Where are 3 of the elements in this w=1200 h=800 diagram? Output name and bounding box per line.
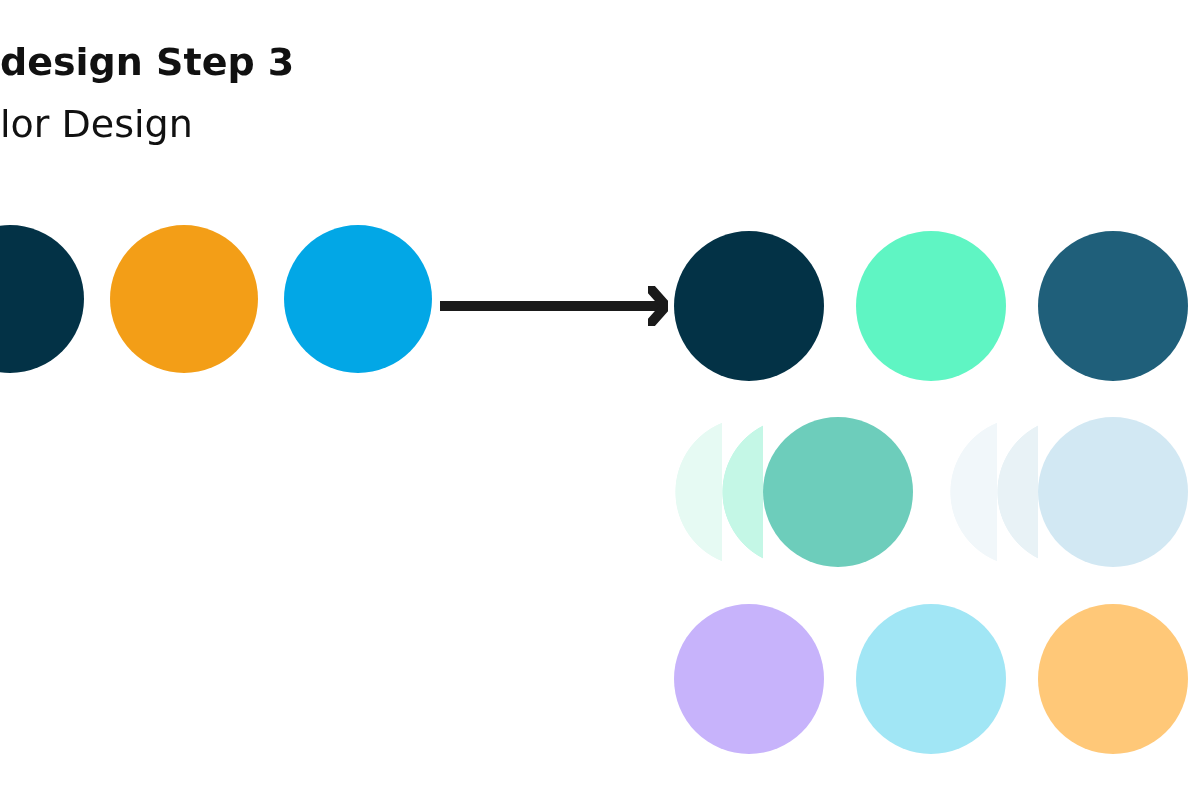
heading: design Step 3 — [0, 42, 295, 84]
arrow — [440, 283, 671, 329]
subheading: lor Design — [0, 104, 193, 146]
